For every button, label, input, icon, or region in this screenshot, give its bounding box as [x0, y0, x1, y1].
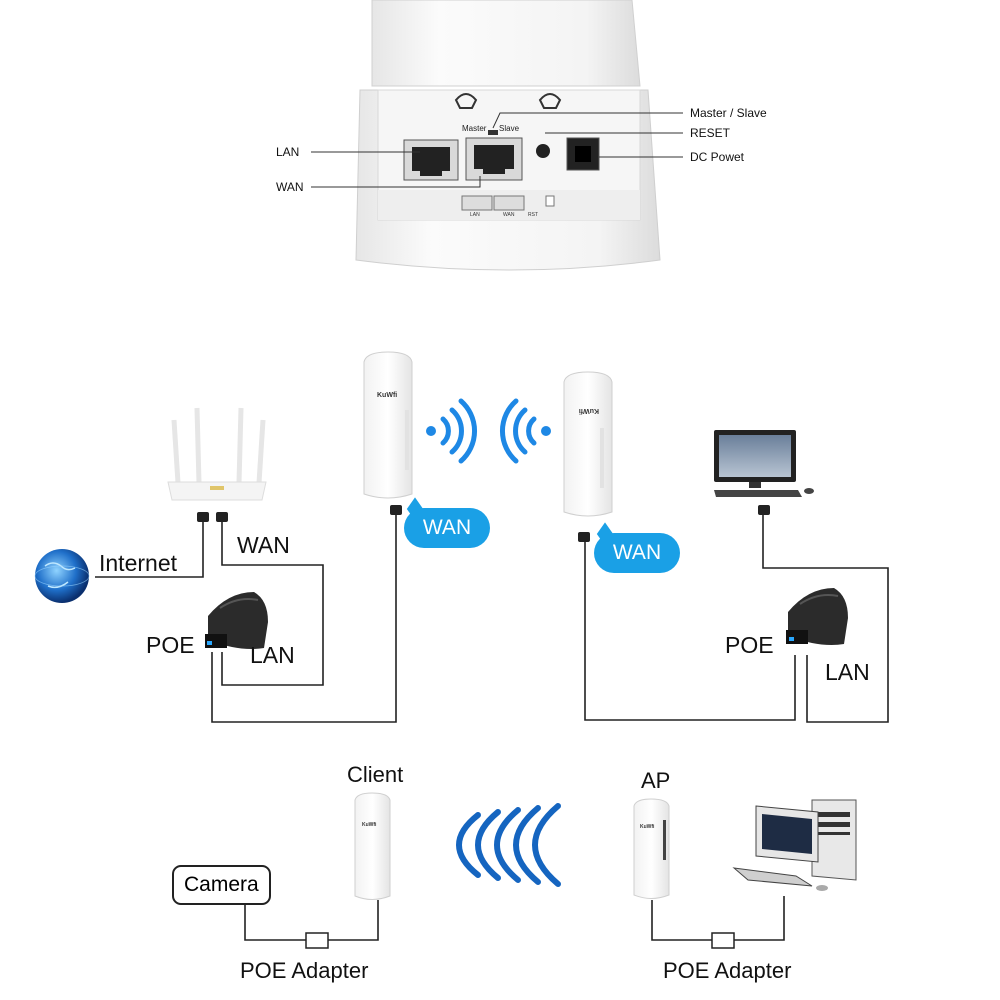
callout-reset-label: RESET — [690, 126, 731, 140]
printed-rst: RST — [528, 212, 538, 218]
callout-wan-label: WAN — [276, 180, 304, 194]
client-cpe-brand: KuWfi — [362, 822, 377, 828]
callout-master-slave-label: Master / Slave — [690, 106, 767, 120]
poe-adapter-left-label: POE Adapter — [240, 958, 369, 983]
poe-adapter-right-label: POE Adapter — [663, 958, 792, 983]
client-cpe: KuWfi — [354, 792, 391, 900]
router — [167, 407, 267, 501]
ap-cpe-brand: KuWfi — [640, 824, 655, 830]
camera-box: Camera — [172, 865, 271, 905]
left-lan-label: LAN — [250, 642, 295, 668]
poe-adapter-right-box — [711, 932, 735, 949]
poe-injector-left — [205, 592, 268, 649]
network-wires — [95, 510, 889, 723]
callout-lan-label: LAN — [276, 145, 300, 159]
wifi-signal-icon-left — [426, 398, 477, 464]
poe-injector-right — [786, 588, 848, 645]
client-label: Client — [347, 762, 404, 787]
switch-master-label: Master — [462, 124, 487, 133]
cpe-right: KuWfi — [563, 371, 613, 542]
cpe-left-brand: KuWfi — [377, 392, 397, 399]
ap-cpe: KuWfi — [633, 798, 670, 899]
reset-button — [536, 144, 550, 158]
wifi-signal-icon-right — [500, 398, 551, 464]
callout-dc-power-label: DC Powet — [690, 150, 745, 164]
right-wan-bubble: WAN — [594, 533, 680, 573]
left-wan-bubble: WAN — [404, 508, 490, 548]
right-poe-label: POE — [725, 632, 774, 658]
pc-tower-monitor-icon — [732, 799, 857, 891]
printed-wan: WAN — [503, 212, 515, 218]
desktop-computer-icon — [714, 430, 814, 515]
cpe-left: KuWfi — [363, 351, 413, 515]
device-closeup: LAN WAN RST Master Slave — [355, 0, 661, 271]
internet-label: Internet — [99, 550, 177, 576]
poe-adapter-left-box — [305, 932, 329, 949]
internet-globe-icon — [34, 549, 90, 603]
wireless-link-icon — [456, 803, 561, 887]
right-lan-label: LAN — [825, 659, 870, 685]
left-poe-label: POE — [146, 632, 195, 658]
ap-label: AP — [641, 768, 671, 793]
router-cable-ends — [197, 512, 228, 522]
left-wan-label: WAN — [237, 532, 290, 558]
switch-slave-label: Slave — [499, 124, 520, 133]
cpe-right-brand: KuWfi — [579, 407, 599, 414]
printed-lan: LAN — [470, 212, 480, 218]
master-slave-switch — [488, 130, 498, 135]
closeup-callout-lines — [311, 112, 683, 188]
